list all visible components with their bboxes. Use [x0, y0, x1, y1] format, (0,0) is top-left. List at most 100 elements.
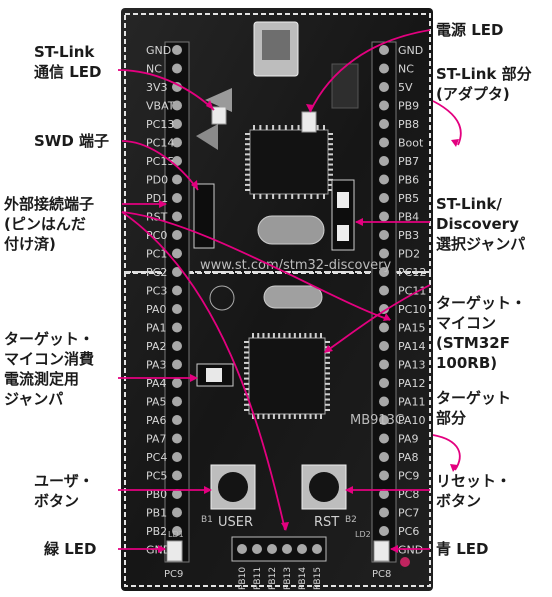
- chip-pin: [272, 194, 274, 199]
- right-pin-hole: [379, 323, 389, 333]
- right-pin-label: PA12: [398, 377, 425, 390]
- chip-pin: [298, 194, 300, 199]
- chip-pin: [245, 164, 250, 166]
- user-button-cap[interactable]: [218, 472, 248, 502]
- label-stlink-comm-led-line-1: ST-Link: [34, 42, 101, 62]
- target-crystal: [264, 286, 322, 308]
- label-stlink-comm-led-line-2: 通信 LED: [34, 62, 101, 82]
- chip-pin: [278, 414, 280, 419]
- right-pin-hole: [379, 286, 389, 296]
- reset-button-cap[interactable]: [309, 472, 339, 502]
- left-pin-label: PA6: [146, 414, 166, 427]
- left-pin-label: PA0: [146, 303, 166, 316]
- url-silkscreen: www.st.com/stm32-discovery: [200, 258, 392, 273]
- right-pin-label: PC9: [398, 470, 419, 483]
- chip-pin: [244, 351, 249, 353]
- target-mcu-chip: [249, 338, 325, 414]
- label-user-button-line-1: ユーザ・: [34, 471, 94, 491]
- label-stlink-discovery-line-3: 選択ジャンパ: [436, 234, 525, 254]
- right-pin-hole: [379, 193, 389, 203]
- left-pin-label: PC2: [146, 266, 167, 279]
- chip-pin: [289, 414, 291, 419]
- left-pin-hole: [172, 212, 182, 222]
- discovery-jumper-cap-a: [337, 192, 349, 208]
- left-pin-label: PA4: [146, 377, 166, 390]
- chip-pin: [325, 399, 330, 401]
- chip-pin: [310, 414, 312, 419]
- blue-led: [374, 541, 389, 561]
- left-pin-hole: [172, 230, 182, 240]
- right-pin-label: PC7: [398, 507, 419, 520]
- right-pin-label: NC: [398, 63, 414, 76]
- chip-pin: [272, 125, 274, 130]
- chip-pin: [315, 414, 317, 419]
- left-pin-hole: [172, 193, 182, 203]
- right-pin-hole: [379, 101, 389, 111]
- label-stlink-discovery-line-2: Discovery: [436, 214, 525, 234]
- bottom-pin-hole: [252, 544, 262, 554]
- chip-pin: [273, 414, 275, 419]
- chip-pin: [325, 383, 330, 385]
- discovery-jumper-cap-b: [337, 225, 349, 241]
- chip-pin: [283, 333, 285, 338]
- label-reset-button-line-2: ボタン: [436, 491, 511, 511]
- chip-pin: [244, 404, 249, 406]
- left-pin-hole: [172, 341, 182, 351]
- chip-pin: [317, 125, 319, 130]
- right-pin-label: PC11: [398, 285, 426, 298]
- chip-pin: [304, 333, 306, 338]
- chip-pin: [294, 414, 296, 419]
- chip-pin: [245, 143, 250, 145]
- left-pin-label: PC5: [146, 470, 167, 483]
- chip-pin: [244, 378, 249, 380]
- chip-pin: [245, 184, 250, 186]
- right-pin-hole: [379, 45, 389, 55]
- chip-pin: [244, 346, 249, 348]
- bottom-pin-label: PB14: [298, 567, 308, 590]
- left-pin-hole: [172, 249, 182, 259]
- chip-pin: [262, 414, 264, 419]
- chip-pin: [328, 174, 333, 176]
- pc9-silkscreen: PC9: [164, 569, 183, 580]
- chip-pin: [245, 174, 250, 176]
- right-pin-hole: [379, 434, 389, 444]
- right-pin-label: PB8: [398, 118, 419, 131]
- chip-pin: [244, 341, 249, 343]
- chip-pin: [325, 357, 330, 359]
- label-target-part-line-1: ターゲット: [436, 388, 511, 408]
- right-pin-hole: [379, 156, 389, 166]
- bottom-pin-hole: [297, 544, 307, 554]
- left-pin-hole: [172, 452, 182, 462]
- chip-pin: [244, 357, 249, 359]
- left-pin-label: PB1: [146, 507, 167, 520]
- label-target-mcu-line-4: 100RB): [436, 353, 526, 373]
- chip-pin: [257, 333, 259, 338]
- right-pin-label: GND: [398, 544, 423, 557]
- label-user-button-line-2: ボタン: [34, 491, 94, 511]
- label-ext-conn-line-3: 付け済): [4, 234, 94, 254]
- label-target-mcu-line-1: ターゲット・: [436, 293, 526, 313]
- label-stlink-part: ST-Link 部分 (アダプタ): [436, 64, 532, 104]
- chip-pin: [289, 333, 291, 338]
- label-target-current-line-3: 電流測定用: [4, 369, 94, 389]
- chip-pin: [291, 194, 293, 199]
- chip-pin: [252, 333, 254, 338]
- chip-pin: [266, 194, 268, 199]
- chip-pin: [325, 393, 330, 395]
- chip-pin: [245, 158, 250, 160]
- chip-pin: [315, 333, 317, 338]
- left-pin-hole: [172, 397, 182, 407]
- right-pin-label: PA14: [398, 340, 425, 353]
- right-pin-hole: [379, 82, 389, 92]
- label-blue-led-line-1: 青 LED: [436, 539, 488, 559]
- right-pin-label: PA8: [398, 451, 418, 464]
- ld2-silkscreen: LD2: [355, 530, 371, 539]
- left-pin-label: PC13: [146, 118, 174, 131]
- chip-pin: [245, 169, 250, 171]
- label-target-part: ターゲット 部分: [436, 388, 511, 428]
- chip-pin: [278, 333, 280, 338]
- right-pin-hole: [379, 212, 389, 222]
- chip-pin: [273, 333, 275, 338]
- chip-pin: [325, 372, 330, 374]
- bottom-pin-label: PB12: [268, 567, 278, 590]
